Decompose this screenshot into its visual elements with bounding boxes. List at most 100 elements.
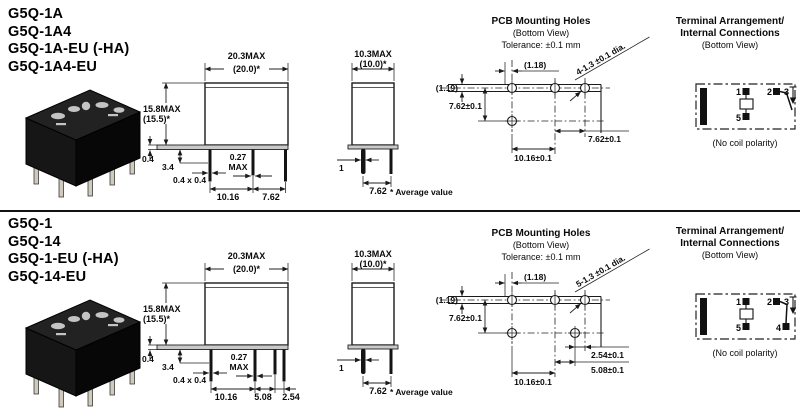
terminal-node <box>773 88 780 95</box>
dimension-label: 3.4 <box>162 362 174 372</box>
dimension-label: 10.16 <box>215 392 238 402</box>
terminal-subtitle: (Bottom View) <box>702 250 758 260</box>
model-name: G5Q-1A4-EU <box>8 58 98 75</box>
dimension-label: (1.19) <box>436 295 458 305</box>
relay-top-markings <box>51 311 125 336</box>
dimension-label: 5-1.3 ±0.1 dia. <box>574 253 627 289</box>
dimension-lines <box>351 63 395 81</box>
dimension-label: (15.5)* <box>143 314 171 324</box>
dimension-label: (1.18) <box>524 272 546 282</box>
mounting-holes <box>505 293 591 340</box>
contact-arrow <box>789 307 797 314</box>
dimension-label: 3.4 <box>162 162 174 172</box>
dimension-label: 7.62±0.1 <box>449 313 482 323</box>
detail-dimension-lines <box>147 136 286 193</box>
side-view-drawing: 20.3MAX (20.0)* 15.8MAX (15.5)* 0.4 3.4 … <box>141 251 300 402</box>
orientation-bar <box>700 298 707 335</box>
contact-blade <box>779 90 793 111</box>
dimension-label: 0.4 <box>142 354 154 364</box>
pcb-subtitle: (Bottom View) <box>513 28 569 38</box>
dimension-label: 5.08±0.1 <box>591 365 624 375</box>
pin-label: 4 <box>776 323 781 333</box>
dimension-label: 1 <box>339 363 344 373</box>
terminal-title: Terminal Arrangement/ <box>676 226 785 237</box>
model-name: G5Q-1 <box>8 216 53 232</box>
pcb-title: PCB Mounting Holes <box>492 16 591 27</box>
base-plate <box>347 344 399 350</box>
dimension-label: 20.3MAX <box>228 251 266 261</box>
dimension-label: 7.62 <box>369 186 387 196</box>
dimension-label: 7.62±0.1 <box>588 134 621 144</box>
no-coil-polarity-note: (No coil polarity) <box>712 138 777 148</box>
model-list: G5Q-1A G5Q-1A4 G5Q-1A-EU (-HA) G5Q-1A4-E… <box>8 6 129 76</box>
dimension-label: 2.54±0.1 <box>591 350 624 360</box>
model-name: G5Q-1A-EU (-HA) <box>8 41 130 57</box>
dimension-label: 10.16±0.1 <box>514 377 552 387</box>
coil-symbol <box>739 98 754 110</box>
dimension-label: 7.62 <box>262 192 280 202</box>
end-view-drawing: 10.3MAX (10.0)* 1 7.62 * Average value <box>337 249 453 397</box>
dimension-label: 1 <box>339 163 344 173</box>
dimension-label: 2.54 <box>282 392 300 402</box>
coil-symbol <box>739 308 754 320</box>
dimension-label: MAX <box>230 362 249 372</box>
pin-label: 3 <box>784 87 789 97</box>
relay-body-outline <box>351 82 395 146</box>
pcb-tolerance: Tolerance: ±0.1 mm <box>502 40 581 50</box>
hole-diameter-callout: 4-1.3 ±0.1 dia. <box>574 36 650 81</box>
average-value-note: * Average value <box>390 387 453 397</box>
pin-label: 5 <box>736 113 741 123</box>
dimension-label: (1.18) <box>524 60 546 70</box>
relay-pins <box>33 368 135 408</box>
relay-photo <box>24 89 142 198</box>
dimension-label: (1.19) <box>436 83 458 93</box>
relay-body-outline <box>351 282 395 346</box>
dimension-label: (20.0)* <box>233 264 261 274</box>
relay-outline <box>448 83 602 133</box>
dimension-label: 15.8MAX <box>143 104 181 114</box>
detail-dimension-lines <box>147 336 296 393</box>
terminal-pin <box>389 149 393 174</box>
terminal-node <box>782 323 790 330</box>
mounting-holes <box>505 81 591 128</box>
dimension-label: 10.3MAX <box>354 249 392 259</box>
orientation-bar <box>700 88 707 125</box>
side-view-drawing: 20.3MAX (20.0)* 15.8MAX (15.5)* 0.4 3.4 … <box>141 51 289 202</box>
terminal-subtitle: (Bottom View) <box>702 40 758 50</box>
model-name: G5Q-1A4 <box>8 23 72 40</box>
label-backing <box>224 64 269 74</box>
pin-label: 3 <box>784 297 789 307</box>
terminal-pin <box>361 349 366 374</box>
centerlines <box>440 272 610 377</box>
terminal-arrangement-diagram: Terminal Arrangement/ Internal Connectio… <box>676 226 797 358</box>
detail-dimension-lines <box>337 157 392 187</box>
terminal-title: Terminal Arrangement/ <box>676 16 785 27</box>
pcb-title: PCB Mounting Holes <box>492 228 591 239</box>
pin-label: 1 <box>736 297 741 307</box>
relay-outline <box>448 295 602 347</box>
relay-photo <box>24 299 142 408</box>
dimension-label: (10.0)* <box>359 59 387 69</box>
pcb-subtitle: (Bottom View) <box>513 240 569 250</box>
pin-label: 2 <box>767 87 772 97</box>
terminal-arrangement-diagram: Terminal Arrangement/ Internal Connectio… <box>676 16 797 148</box>
model-name: G5Q-1A <box>8 6 64 22</box>
dimension-label: 10.16 <box>217 192 240 202</box>
model-name: G5Q-1-EU (-HA) <box>8 251 119 267</box>
dimension-label: 5.08 <box>254 392 272 402</box>
dimension-label: 7.62 <box>369 386 387 396</box>
terminal-title: Internal Connections <box>680 28 780 39</box>
dimension-label: 10.3MAX <box>354 49 392 59</box>
model-name: G5Q-14-EU <box>8 268 87 285</box>
label-backing <box>141 103 188 124</box>
detail-dimension-lines <box>337 357 392 387</box>
base-plate <box>156 344 289 350</box>
end-view-drawing: 10.3MAX (10.0)* 1 7.62 * Average value <box>337 49 453 197</box>
dimension-label: (10.0)* <box>359 259 387 269</box>
terminal-node <box>742 88 750 95</box>
terminal-pins <box>208 149 287 182</box>
pin-label: 2 <box>767 297 772 307</box>
no-coil-polarity-note: (No coil polarity) <box>712 348 777 358</box>
contact-arrow <box>789 97 797 104</box>
